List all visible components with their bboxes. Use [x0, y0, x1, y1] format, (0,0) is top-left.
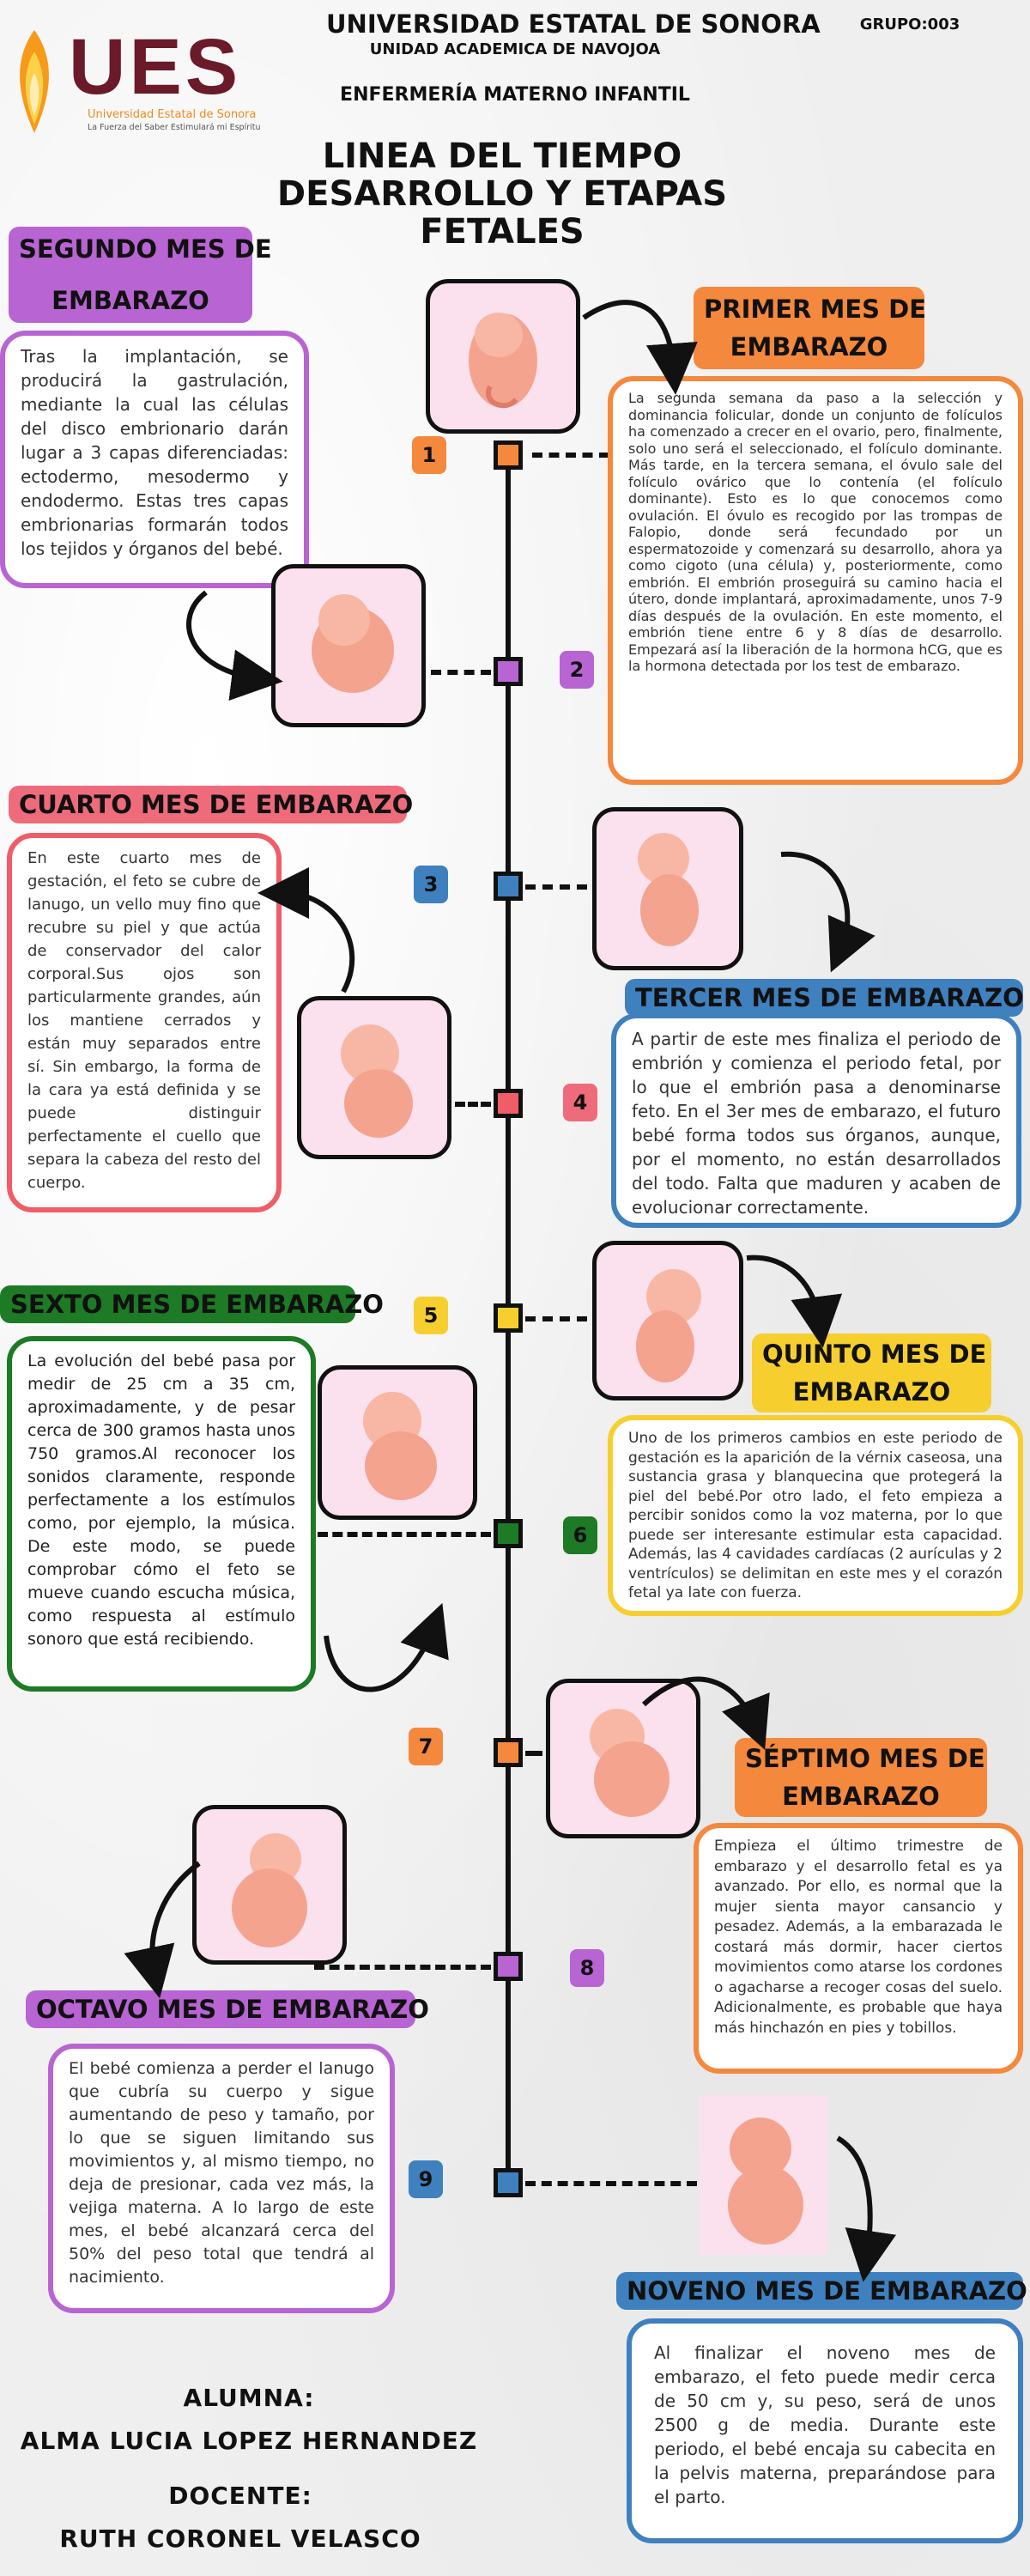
fetus-month-4-image — [297, 996, 451, 1159]
label-month-7: SÉPTIMO MES DE EMBARAZO — [735, 1738, 987, 1817]
month-number-3: 3 — [414, 866, 448, 903]
label-month-1-line-2: EMBARAZO — [730, 332, 888, 361]
text-month-1: La segunda semana da paso a la selección… — [608, 376, 1023, 785]
teacher-name: RUTH CORONEL VELASCO — [59, 2524, 421, 2553]
text-month-3: A partir de este mes finaliza el periodo… — [611, 1013, 1021, 1228]
text-month-7: Empieza el último trimestre de embarazo … — [694, 1823, 1023, 2074]
title-line-3: FETALES — [420, 212, 585, 252]
label-month-9: NOVENO MES DE EMBARAZO — [616, 2272, 1027, 2310]
timeline-marker-4 — [494, 1089, 523, 1118]
label-month-2-line-1: SEGUNDO MES DE — [19, 234, 272, 264]
connector-3 — [525, 884, 587, 890]
month-number-4: 4 — [563, 1084, 597, 1121]
connector-2 — [431, 670, 491, 675]
label-month-8: OCTAVO MES DE EMBARAZO — [26, 1990, 429, 2028]
teacher-label: DOCENTE: — [168, 2482, 312, 2510]
month-number-7: 7 — [409, 1728, 443, 1765]
connector-8 — [314, 1965, 491, 1970]
logo-text: UES — [69, 23, 242, 111]
label-month-2-line-2: EMBARAZO — [52, 286, 209, 315]
label-month-7-line-1: SÉPTIMO MES DE — [745, 1744, 985, 1773]
embryo-month-1-image — [426, 279, 580, 434]
fetus-month-8-image — [192, 1805, 347, 1965]
label-month-5: QUINTO MES DE EMBARAZO — [752, 1334, 991, 1413]
timeline-marker-8 — [494, 1952, 523, 1981]
group-label: GRUPO:003 — [859, 15, 960, 33]
connector-5 — [525, 1316, 587, 1321]
timeline-marker-6 — [494, 1519, 523, 1548]
connector-1 — [532, 453, 609, 458]
text-month-5: Uno de los primeros cambios en este peri… — [608, 1415, 1023, 1616]
month-number-6: 6 — [563, 1516, 597, 1554]
fetus-month-3-image — [592, 807, 743, 970]
label-month-1: PRIMER MES DE EMBARAZO — [694, 287, 927, 369]
fetus-month-5-image — [592, 1241, 743, 1400]
flame-icon — [20, 30, 49, 133]
text-month-4: En este cuarto mes de gestación, el feto… — [7, 833, 282, 1212]
page-title: LINEA DEL TIEMPO DESARROLLO Y ETAPAS FET… — [258, 137, 747, 251]
label-month-5-line-2: EMBARAZO — [792, 1377, 951, 1406]
connector-9 — [525, 2181, 697, 2186]
text-month-8: El bebé comienza a perder el lanugo que … — [48, 2044, 395, 2313]
label-month-6: SEXTO MES DE EMBARAZO — [0, 1285, 384, 1323]
text-month-9: Al finalizar el noveno mes de embarazo, … — [627, 2318, 1023, 2543]
subject-name: ENFERMERÍA MATERNO INFANTIL — [340, 84, 690, 106]
label-month-4: CUARTO MES DE EMBARAZO — [9, 786, 413, 823]
timeline-marker-1 — [494, 440, 523, 470]
university-name: UNIVERSIDAD ESTATAL DE SONORA — [326, 9, 821, 39]
unit-name: UNIDAD ACADEMICA DE NAVOJOA — [369, 40, 661, 58]
month-number-5: 5 — [414, 1297, 448, 1334]
fetus-month-6-image — [318, 1365, 477, 1520]
fetus-month-9-image — [699, 2095, 827, 2255]
logo-motto: La Fuerza del Saber Estimulará mi Espíri… — [88, 123, 261, 132]
label-month-3: TERCER MES DE EMBARAZO — [625, 979, 1024, 1017]
text-month-2: Tras la implantación, se producirá la ga… — [0, 331, 309, 588]
timeline-marker-9 — [494, 2168, 523, 2197]
timeline-marker-7 — [494, 1738, 523, 1767]
student-name: ALMA LUCIA LOPEZ HERNANDEZ — [20, 2427, 478, 2455]
label-month-2: SEGUNDO MES DE EMBARAZO — [9, 227, 272, 323]
title-line-1: LINEA DEL TIEMPO — [322, 137, 682, 176]
label-month-1-line-1: PRIMER MES DE — [704, 295, 927, 324]
connector-6 — [318, 1532, 491, 1537]
ues-logo: UES Universidad Estatal de Sonora La Fue… — [9, 26, 266, 137]
month-number-8: 8 — [570, 1949, 604, 1987]
month-number-1: 1 — [412, 436, 446, 474]
logo-subtitle: Universidad Estatal de Sonora — [88, 108, 257, 121]
embryo-month-2-image — [271, 564, 426, 727]
timeline-marker-5 — [494, 1303, 523, 1333]
timeline-marker-2 — [494, 657, 523, 686]
month-number-2: 2 — [560, 651, 594, 689]
title-line-2: DESARROLLO Y ETAPAS — [276, 174, 728, 214]
text-month-6: La evolución del bebé pasa por medir de … — [7, 1336, 316, 1692]
label-month-7-line-2: EMBARAZO — [782, 1782, 940, 1811]
connector-4 — [455, 1102, 491, 1107]
label-month-5-line-1: QUINTO MES DE — [762, 1340, 987, 1369]
month-number-9: 9 — [409, 2160, 443, 2198]
connector-7 — [525, 1751, 542, 1756]
fetus-month-7-image — [546, 1679, 700, 1838]
student-label: ALUMNA: — [183, 2384, 315, 2412]
timeline-marker-3 — [494, 872, 523, 901]
